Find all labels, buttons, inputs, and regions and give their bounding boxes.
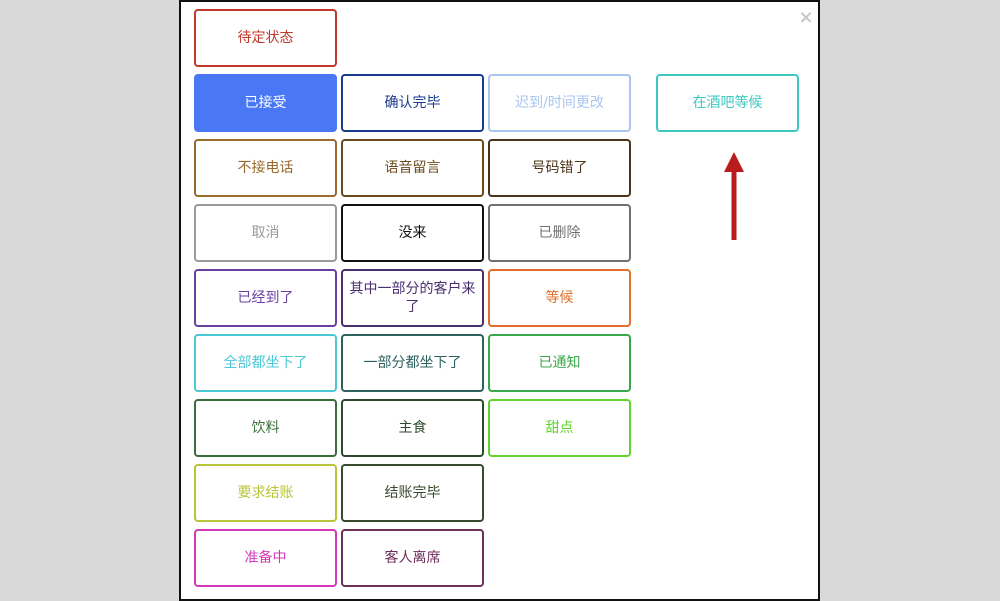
status-picker-dialog: × 待定状态 已接受 确认完毕 迟到/时间更改 在酒吧等候 不接电话 语音留言 …	[179, 0, 820, 601]
status-button-confirmed[interactable]: 确认完毕	[341, 74, 484, 132]
status-label: 一部分都坐下了	[363, 355, 462, 371]
arrow-up-icon	[724, 152, 744, 240]
status-label: 客人离席	[384, 550, 441, 566]
status-button-cancelled[interactable]: 取消	[194, 204, 337, 262]
status-button-voicemail[interactable]: 语音留言	[341, 139, 484, 197]
status-button-all-seated[interactable]: 全部都坐下了	[194, 334, 337, 392]
status-button-bill-requested[interactable]: 要求结账	[194, 464, 337, 522]
status-label: 饮料	[251, 420, 280, 436]
status-button-partial-seated[interactable]: 一部分都坐下了	[341, 334, 484, 392]
status-label: 主食	[398, 420, 427, 436]
status-button-drinks[interactable]: 饮料	[194, 399, 337, 457]
status-label: 号码错了	[531, 160, 588, 176]
status-button-deleted[interactable]: 已删除	[488, 204, 631, 262]
status-button-pending[interactable]: 待定状态	[194, 9, 337, 67]
status-button-guest-left[interactable]: 客人离席	[341, 529, 484, 587]
status-label: 甜点	[545, 420, 574, 436]
status-label: 确认完毕	[384, 95, 441, 111]
status-button-preparing[interactable]: 准备中	[194, 529, 337, 587]
status-button-partial-arrived[interactable]: 其中一部分的客户来了	[341, 269, 484, 327]
status-label: 迟到/时间更改	[515, 95, 604, 111]
status-button-dessert[interactable]: 甜点	[488, 399, 631, 457]
status-label: 准备中	[244, 550, 287, 566]
status-label: 取消	[251, 225, 280, 241]
status-label: 要求结账	[237, 485, 294, 501]
status-button-late[interactable]: 迟到/时间更改	[488, 74, 631, 132]
status-button-notified[interactable]: 已通知	[488, 334, 631, 392]
status-button-arrived[interactable]: 已经到了	[194, 269, 337, 327]
status-button-bill-paid[interactable]: 结账完毕	[341, 464, 484, 522]
status-button-wrong-number[interactable]: 号码错了	[488, 139, 631, 197]
status-label: 已删除	[538, 225, 581, 241]
status-label: 没来	[398, 225, 427, 241]
status-label: 已接受	[244, 95, 287, 111]
status-label: 已通知	[538, 355, 581, 371]
status-label: 其中一部分的客户来了	[349, 281, 476, 315]
status-label: 已经到了	[237, 290, 294, 306]
status-button-accepted[interactable]: 已接受	[194, 74, 337, 132]
close-icon[interactable]: ×	[798, 7, 814, 28]
status-button-no-answer[interactable]: 不接电话	[194, 139, 337, 197]
status-label: 全部都坐下了	[223, 355, 308, 371]
status-button-waiting-bar[interactable]: 在酒吧等候	[656, 74, 799, 132]
status-label: 不接电话	[237, 160, 294, 176]
status-label: 等候	[545, 290, 574, 306]
status-label: 语音留言	[384, 160, 441, 176]
status-button-main-course[interactable]: 主食	[341, 399, 484, 457]
status-button-waiting[interactable]: 等候	[488, 269, 631, 327]
status-button-no-show[interactable]: 没来	[341, 204, 484, 262]
status-label: 待定状态	[237, 30, 294, 46]
status-label: 结账完毕	[384, 485, 441, 501]
status-label: 在酒吧等候	[692, 95, 763, 111]
